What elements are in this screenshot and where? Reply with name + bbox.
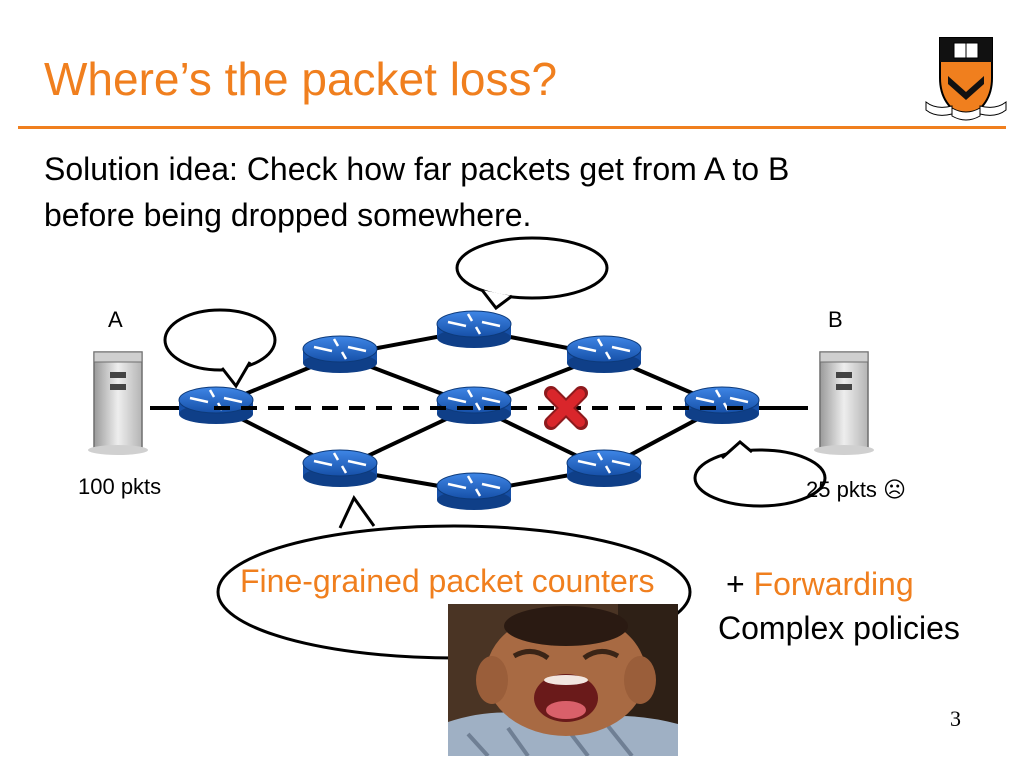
forwarding-line: + Forwarding [726, 566, 914, 603]
body-line: Solution idea: Check how far packets get… [44, 151, 790, 187]
router-icon [435, 471, 513, 512]
sent-count-label: 100 pkts [78, 474, 162, 499]
router-icon [683, 385, 761, 426]
server-icon [813, 351, 875, 456]
host-b-label: B [828, 307, 843, 332]
title-underline [18, 126, 1006, 129]
princeton-shield-logo [925, 37, 1007, 121]
forwarding-text: Forwarding [753, 566, 914, 602]
crying-baby-photo [448, 604, 678, 756]
thought-bubble-left [163, 308, 277, 389]
body-text: Solution idea: Check how far packets get… [44, 146, 944, 238]
router-icon [301, 334, 379, 375]
thought-bubble-right [693, 440, 827, 508]
router-icon [435, 385, 513, 426]
complex-policies-text: Complex policies [718, 610, 960, 646]
router-icon [177, 385, 255, 426]
thought-bubble-top [455, 236, 609, 311]
page-number: 3 [950, 706, 961, 731]
plus-sign: + [726, 566, 745, 602]
host-a-label: A [108, 307, 123, 332]
slide-title: Where’s the packet loss? [44, 53, 558, 105]
router-icon [435, 309, 513, 350]
server-icon [87, 351, 149, 456]
received-count-label: 25 pkts [806, 477, 877, 502]
router-icon [565, 448, 643, 489]
fine-grained-counters-text: Fine-grained packet counters [240, 563, 655, 599]
body-line: before being dropped somewhere. [44, 197, 532, 233]
sad-face-icon: ☹ [883, 477, 906, 502]
router-icon [301, 448, 379, 489]
red-x-icon [544, 386, 588, 430]
received-count: 25 pkts ☹ [806, 477, 906, 503]
router-icon [565, 334, 643, 375]
